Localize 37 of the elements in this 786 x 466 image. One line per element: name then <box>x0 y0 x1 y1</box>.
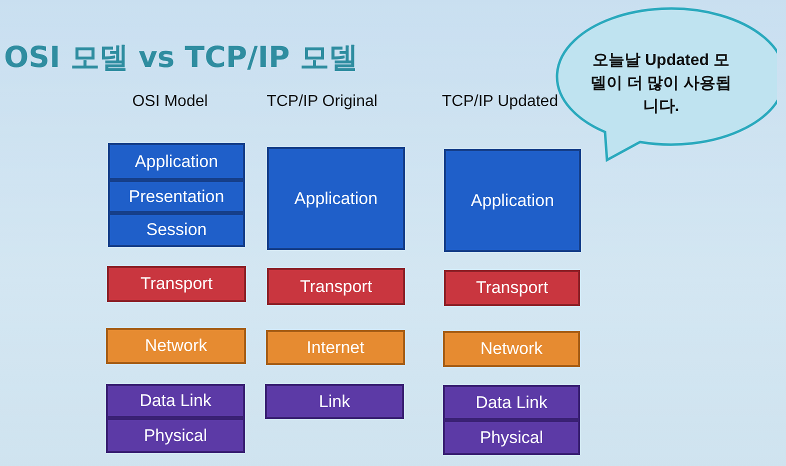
layer-box <box>444 270 580 306</box>
layer-name: Internet <box>306 338 364 358</box>
column-heading: TCP/IP Updated <box>440 92 560 112</box>
layer-name: Network <box>144 336 208 356</box>
layer-box <box>108 143 245 180</box>
layer-name: Transport <box>140 274 213 294</box>
layer-name: Transport <box>476 278 548 298</box>
layer-name: Transport <box>300 276 372 296</box>
layer-name: Data Link <box>476 392 548 412</box>
layer-box <box>108 180 245 213</box>
layer-box <box>106 418 245 453</box>
layer-box <box>107 266 246 302</box>
layer-box <box>266 330 405 365</box>
layer-name: Physical <box>144 426 208 446</box>
layer-name: Data Link <box>140 391 212 411</box>
layer-box <box>444 149 581 252</box>
layer-box <box>267 147 405 250</box>
layer-name: Network <box>480 339 543 359</box>
layer-box <box>108 213 245 247</box>
layer-box <box>106 328 246 364</box>
layer-name: Physical <box>480 428 544 448</box>
layer-name: Session <box>146 220 207 240</box>
layer-box <box>106 384 245 418</box>
layer-name: Link <box>318 392 350 412</box>
layer-name: Application <box>134 152 218 172</box>
layer-name: Application <box>470 190 554 210</box>
column-heading: OSI Model <box>131 92 209 112</box>
column-heading: TCP/IP Original <box>266 92 378 112</box>
layer-name: Application <box>294 188 378 208</box>
layer-name: Presentation <box>128 186 224 206</box>
layer-box <box>267 268 405 305</box>
bubble-text: 오늘날 Updated 모델이 더 많이 사용됩니다. <box>589 50 733 116</box>
layer-box <box>265 384 404 419</box>
layer-box <box>443 385 580 420</box>
title: OSI 모델 vs TCP/IP 모델 <box>4 39 358 76</box>
layer-box <box>443 420 580 455</box>
layer-box <box>443 331 580 367</box>
